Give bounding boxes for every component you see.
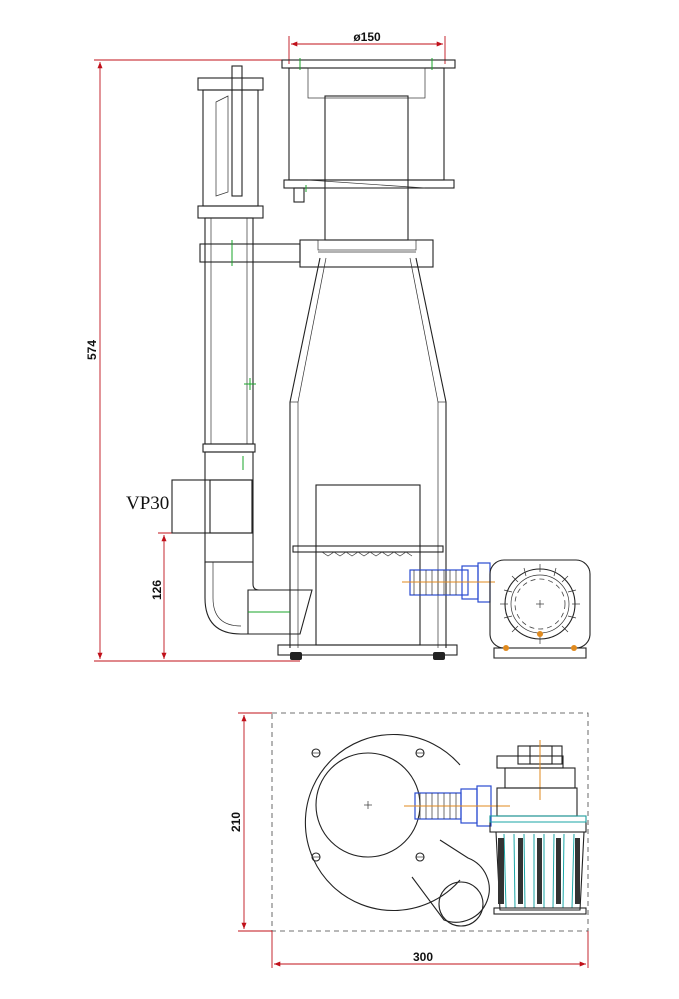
pump-fins <box>500 564 580 644</box>
pump-height-label: 126 <box>150 580 164 600</box>
base-plate <box>277 644 458 660</box>
pump-elbow <box>204 562 313 635</box>
footprint-outline <box>271 712 589 932</box>
plan-depth-label: 210 <box>229 812 243 832</box>
pump-model-label: VP30 <box>126 493 169 514</box>
total-height-dimension: 574 <box>85 59 300 662</box>
filter-ribs <box>498 833 580 909</box>
pump-motor <box>489 559 591 659</box>
plan-depth-dimension: 210 <box>229 712 272 932</box>
plan-pump <box>489 740 587 915</box>
reaction-chamber <box>289 257 447 648</box>
riser-branch <box>411 839 490 927</box>
base-circle <box>304 733 461 912</box>
bubble-plate <box>292 484 444 646</box>
elevation-view: 574 ø150 126 VP30 <box>85 30 591 662</box>
neck-tube <box>324 95 409 241</box>
plan-width-dimension: 300 <box>271 931 589 968</box>
top-diameter-label: ø150 <box>353 30 381 44</box>
riser-pipe <box>171 65 301 563</box>
total-height-label: 574 <box>85 340 99 360</box>
pump-height-dimension: 126 <box>150 532 212 659</box>
plan-width-label: 300 <box>413 950 433 964</box>
collection-cup <box>281 58 456 203</box>
neck-collar <box>299 239 434 268</box>
plan-inlet-fitting <box>404 785 510 827</box>
plan-view: 210 300 <box>229 712 589 968</box>
top-diameter-dimension: ø150 <box>288 30 446 64</box>
bolt-holes <box>311 748 425 862</box>
pump-inlet-fitting <box>402 562 495 603</box>
